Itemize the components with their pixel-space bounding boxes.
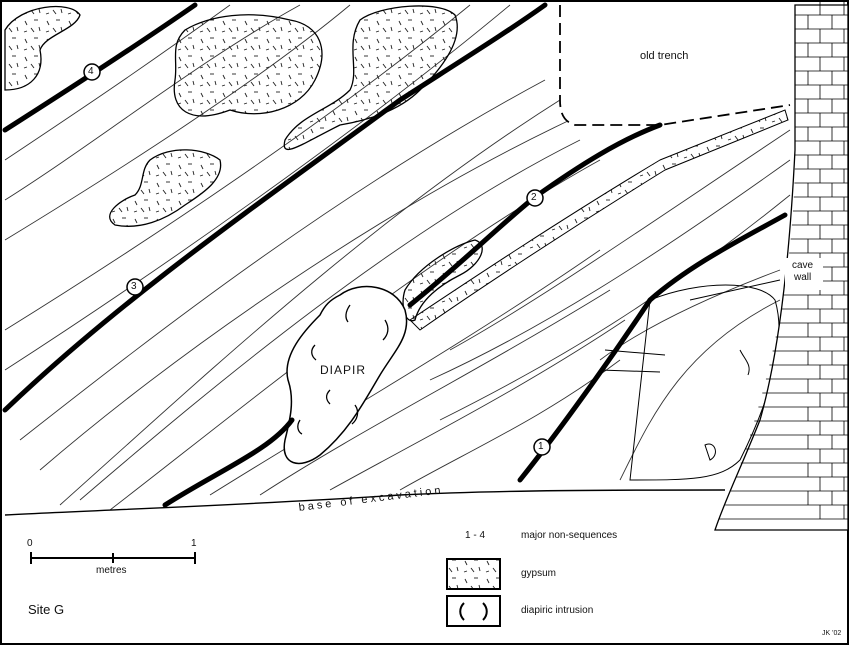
base-of-excavation-line <box>4 489 726 516</box>
cave-wall-bricks <box>714 1 849 531</box>
diapir-markings <box>297 304 389 435</box>
non-sequence-number-3: 3 <box>131 281 137 292</box>
credit: JK '02 <box>822 630 842 637</box>
site-title: Site G <box>28 602 65 617</box>
scale-unit: metres <box>96 565 127 576</box>
non-sequence-marker-2 <box>526 189 544 207</box>
cave-label: cave <box>792 260 814 271</box>
legend-diapir-label: diapiric intrusion <box>521 605 594 616</box>
non-sequence-number-2: 2 <box>531 192 537 203</box>
legend-non-sequence-key: 1 - 4 <box>465 530 486 541</box>
non-sequence-marker-1 <box>533 438 551 456</box>
wall-label: wall <box>794 272 812 283</box>
non-sequence-number-1: 1 <box>538 441 544 452</box>
legend-diapir-marks <box>459 602 488 621</box>
scale-bar <box>30 552 196 564</box>
legend-gypsum-swatch <box>446 558 501 590</box>
diapir-label: DIAPIR <box>320 363 367 377</box>
non-sequence-number-4: 4 <box>88 66 94 77</box>
gypsum-band <box>409 109 789 331</box>
old-trench-outline <box>559 5 791 126</box>
gypsum-deposits <box>4 5 483 322</box>
non-sequence-marker-4 <box>83 63 101 81</box>
scale-start: 0 <box>27 538 33 549</box>
legend-non-sequence-label: major non-sequences <box>521 530 618 541</box>
diapir-intrusion <box>283 285 408 465</box>
legend-diapir-swatch <box>446 595 501 627</box>
scale-end: 1 <box>191 538 197 549</box>
cave-wall-label-bg <box>785 258 823 290</box>
old-trench-label: old trench <box>640 50 689 62</box>
legend-gypsum-label: gypsum <box>521 568 557 579</box>
non-sequence-marker-3 <box>126 278 144 296</box>
